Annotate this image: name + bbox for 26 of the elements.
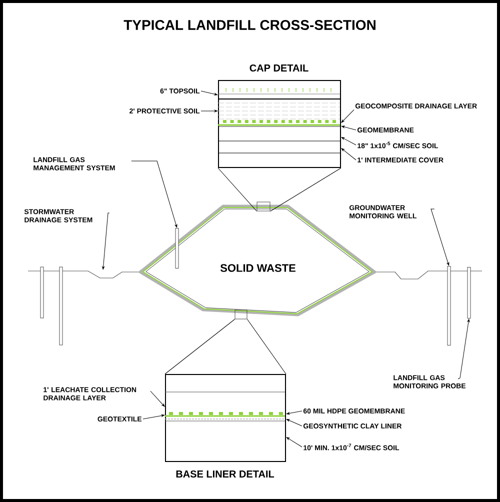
leader-line bbox=[200, 90, 218, 96]
leader-line bbox=[142, 414, 165, 420]
zoom-box bbox=[256, 202, 270, 212]
leader-line bbox=[458, 318, 470, 380]
leader-line bbox=[286, 410, 302, 415]
projection-line bbox=[218, 168, 257, 212]
projection-line bbox=[247, 319, 286, 374]
pipe bbox=[447, 266, 451, 346]
leader-line bbox=[341, 109, 354, 123]
pipe bbox=[467, 267, 471, 318]
title: TYPICAL LANDFILL CROSS-SECTION bbox=[124, 20, 376, 30]
leader-line bbox=[286, 437, 302, 448]
leader-line bbox=[341, 148, 356, 160]
leader-line bbox=[286, 419, 302, 426]
leader-line bbox=[200, 110, 218, 112]
projection-line bbox=[270, 168, 342, 212]
detail-heading: CAP DETAIL bbox=[250, 64, 308, 72]
projection-line bbox=[164, 319, 235, 374]
leader-line bbox=[430, 208, 450, 266]
leader-line bbox=[150, 390, 165, 407]
zoom-box bbox=[234, 310, 248, 320]
leader-line bbox=[102, 212, 110, 270]
detail-heading: BASE LINER DETAIL bbox=[176, 470, 274, 478]
leader-line bbox=[341, 137, 356, 146]
leader-line bbox=[341, 126, 356, 130]
leader-line bbox=[131, 160, 178, 228]
